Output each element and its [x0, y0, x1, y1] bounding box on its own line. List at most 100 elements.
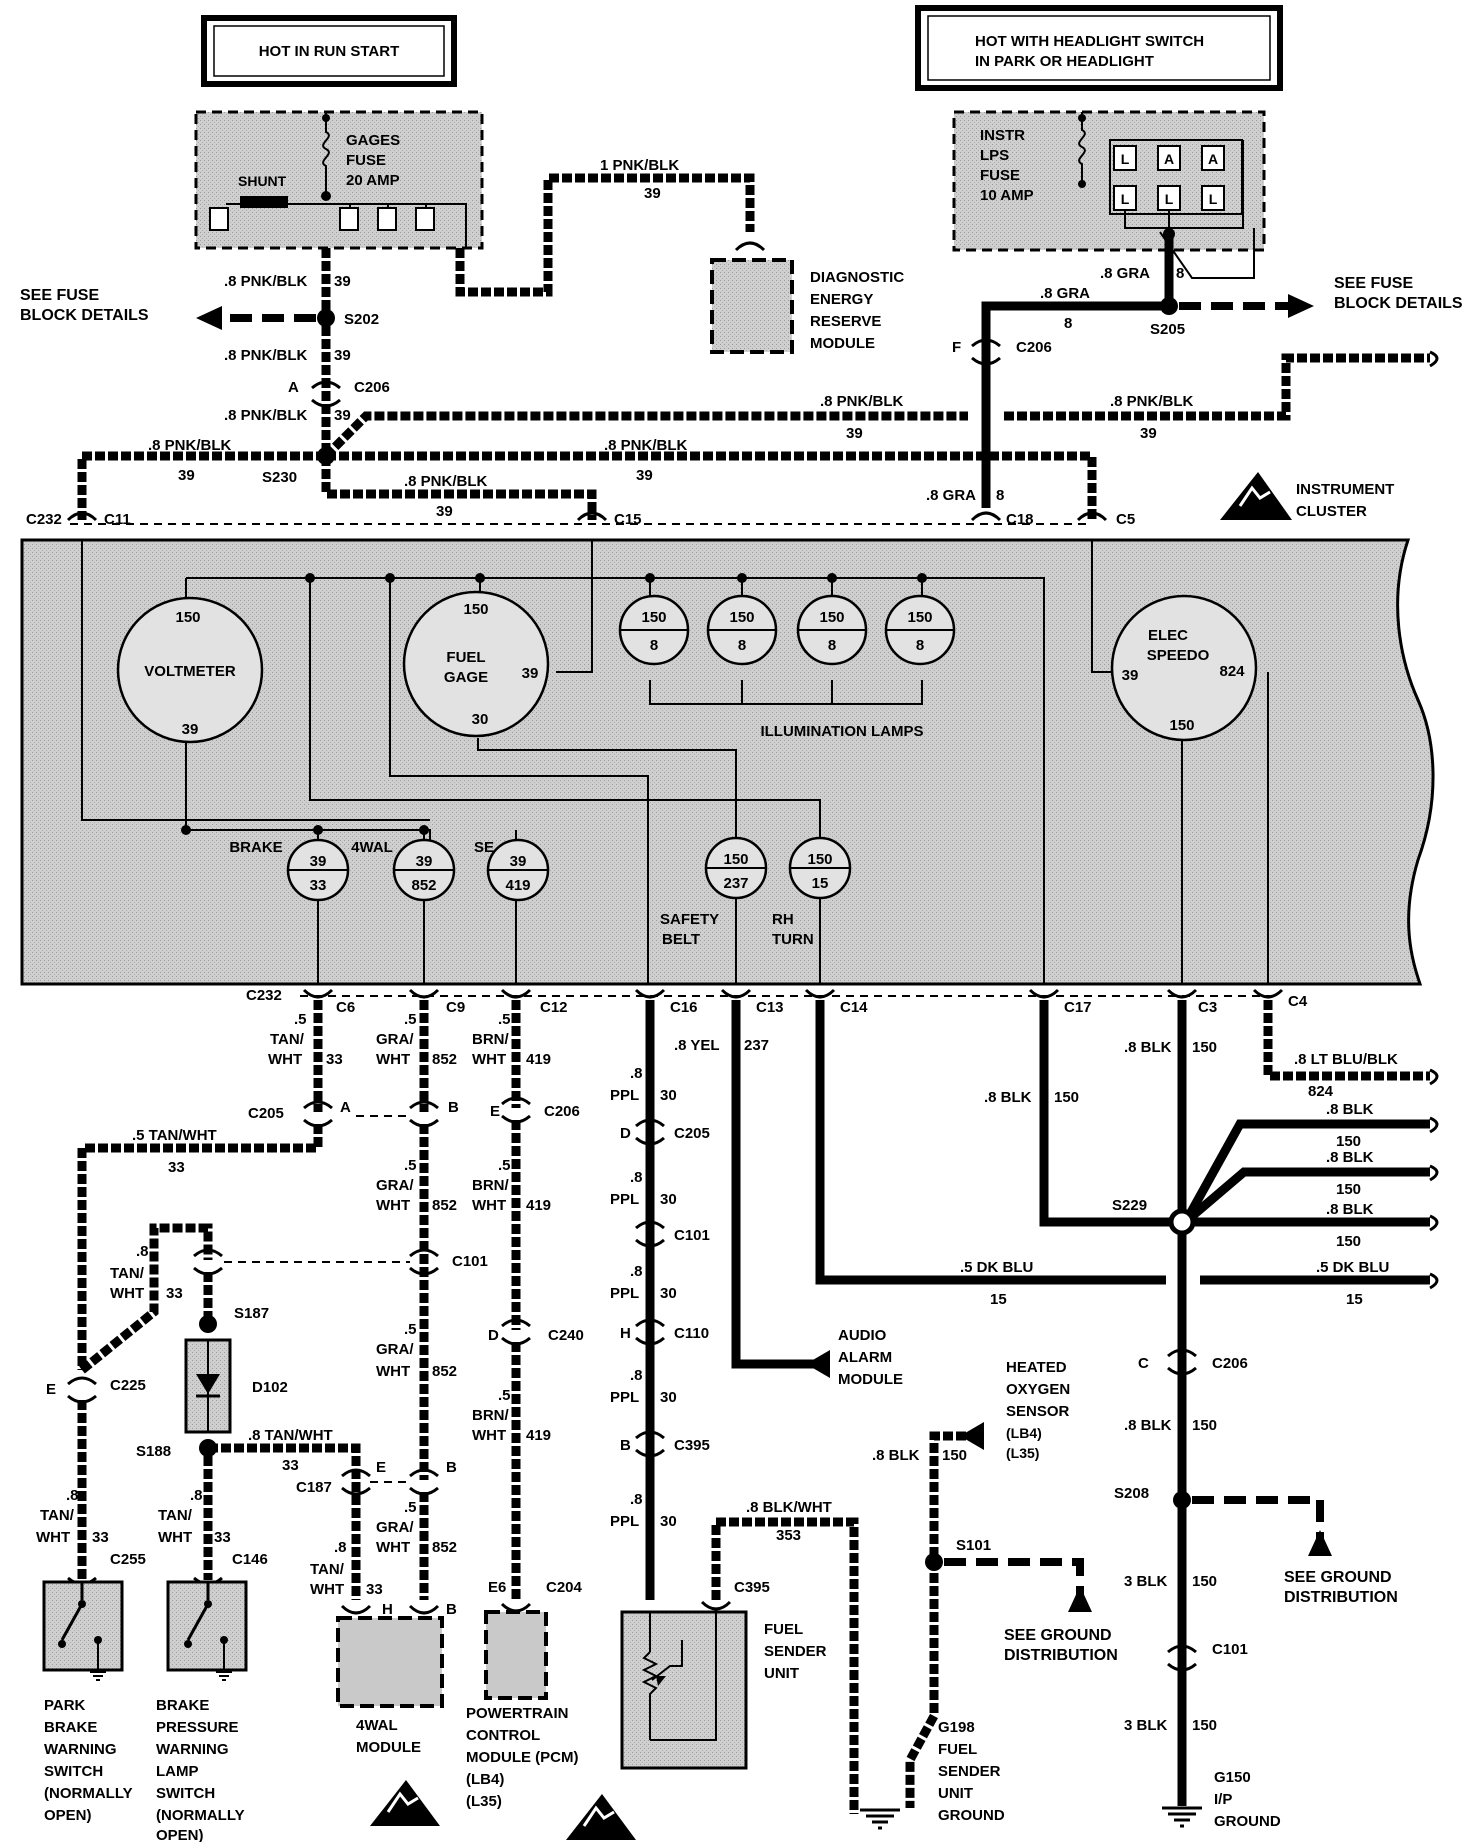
svg-text:L: L — [1121, 151, 1130, 167]
svg-text:WHT: WHT — [472, 1427, 506, 1444]
svg-text:BRN/: BRN/ — [472, 1407, 509, 1424]
svg-text:WHT: WHT — [110, 1285, 144, 1302]
svg-text:FUEL: FUEL — [446, 649, 485, 666]
svg-text:RH: RH — [772, 911, 794, 928]
svg-text:824: 824 — [1308, 1083, 1334, 1100]
svg-text:S229: S229 — [1112, 1197, 1147, 1214]
svg-text:150: 150 — [463, 601, 488, 618]
svg-text:150: 150 — [1192, 1573, 1217, 1590]
svg-text:30: 30 — [660, 1389, 677, 1406]
ground-g150-icon — [1162, 1806, 1202, 1828]
svg-text:TAN/: TAN/ — [110, 1265, 145, 1282]
svg-text:C232: C232 — [26, 511, 62, 528]
svg-text:(LB4): (LB4) — [466, 1771, 504, 1788]
svg-text:1 PNK/BLK: 1 PNK/BLK — [600, 157, 679, 174]
svg-text:ELEC: ELEC — [1148, 627, 1188, 644]
svg-text:30: 30 — [660, 1191, 677, 1208]
svg-text:150: 150 — [1336, 1233, 1361, 1250]
svg-text:C395: C395 — [734, 1579, 770, 1596]
svg-text:C206: C206 — [354, 379, 390, 396]
voltmeter-gauge: 150 VOLTMETER 39 — [116, 596, 264, 744]
svg-text:.8: .8 — [630, 1169, 643, 1186]
svg-text:8: 8 — [916, 637, 924, 654]
svg-text:150: 150 — [729, 609, 754, 626]
svg-text:39: 39 — [1140, 425, 1157, 442]
see-fuse-left-1: SEE FUSE — [20, 287, 99, 304]
svg-text:WHT: WHT — [376, 1539, 410, 1556]
svg-text:.8 TAN/WHT: .8 TAN/WHT — [248, 1427, 333, 1444]
svg-text:.8: .8 — [630, 1263, 643, 1280]
svg-text:8: 8 — [828, 637, 836, 654]
hot-headlight-label-1: HOT WITH HEADLIGHT SWITCH — [975, 33, 1204, 50]
svg-text:PPL: PPL — [610, 1389, 639, 1406]
svg-text:A: A — [1208, 151, 1218, 167]
svg-text:.5: .5 — [498, 1011, 511, 1028]
svg-text:S202: S202 — [344, 311, 379, 328]
svg-text:33: 33 — [366, 1581, 383, 1598]
svg-text:3 BLK: 3 BLK — [1124, 1573, 1168, 1590]
svg-text:.8 BLK: .8 BLK — [872, 1447, 920, 1464]
svg-text:OPEN): OPEN) — [156, 1827, 204, 1842]
svg-text:TAN/: TAN/ — [310, 1561, 345, 1578]
svg-text:S101: S101 — [956, 1537, 991, 1554]
svg-text:.8 PNK/BLK: .8 PNK/BLK — [224, 273, 308, 290]
diode-d102 — [184, 1338, 232, 1434]
svg-text:.8 BLK: .8 BLK — [1326, 1201, 1374, 1218]
instr-label: INSTR — [980, 127, 1025, 144]
svg-text:MODULE: MODULE — [838, 1371, 903, 1388]
svg-text:33: 33 — [326, 1051, 343, 1068]
svg-text:.5: .5 — [404, 1499, 417, 1516]
svg-text:.5 DK BLU: .5 DK BLU — [960, 1259, 1033, 1276]
svg-text:150: 150 — [1192, 1417, 1217, 1434]
svg-text:.5 DK BLU: .5 DK BLU — [1316, 1259, 1389, 1276]
svg-text:.8 PNK/BLK: .8 PNK/BLK — [820, 393, 904, 410]
svg-text:DISTRIBUTION: DISTRIBUTION — [1284, 1589, 1398, 1606]
see-fuse-left-2: BLOCK DETAILS — [20, 307, 149, 324]
svg-text:GRA/: GRA/ — [376, 1177, 414, 1194]
svg-text:L: L — [1209, 191, 1218, 207]
svg-text:B: B — [620, 1437, 631, 1454]
svg-text:PPL: PPL — [610, 1191, 639, 1208]
svg-text:BRN/: BRN/ — [472, 1031, 509, 1048]
pcm-module — [484, 1610, 548, 1700]
elec-speedo: ELEC SPEEDO 39 824 150 — [1110, 594, 1258, 742]
svg-text:(LB4): (LB4) — [1006, 1425, 1042, 1441]
svg-text:15: 15 — [1346, 1291, 1363, 1308]
svg-text:30: 30 — [660, 1285, 677, 1302]
svg-text:.8 PNK/BLK: .8 PNK/BLK — [1110, 393, 1194, 410]
svg-text:237: 237 — [723, 875, 748, 892]
svg-text:33: 33 — [168, 1159, 185, 1176]
fuel-gage: 150 FUEL GAGE 39 30 — [402, 590, 550, 738]
svg-text:237: 237 — [744, 1037, 769, 1054]
svg-text:.5: .5 — [294, 1011, 307, 1028]
svg-text:E: E — [46, 1381, 56, 1398]
brake-lamp: 39 33 BRAKE — [229, 838, 350, 902]
svg-text:C16: C16 — [670, 999, 698, 1016]
instr-amp-label: 10 AMP — [980, 187, 1034, 204]
svg-text:OXYGEN: OXYGEN — [1006, 1381, 1070, 1398]
svg-text:.8 YEL: .8 YEL — [674, 1037, 720, 1054]
svg-text:C146: C146 — [232, 1551, 268, 1568]
svg-text:.8 BLK: .8 BLK — [1326, 1149, 1374, 1166]
svg-text:852: 852 — [432, 1051, 457, 1068]
svg-text:C: C — [1138, 1355, 1149, 1372]
ground-g198-icon — [860, 1808, 900, 1830]
svg-text:150: 150 — [1169, 717, 1194, 734]
svg-text:.8 PNK/BLK: .8 PNK/BLK — [224, 407, 308, 424]
svg-text:CONTROL: CONTROL — [466, 1727, 540, 1744]
svg-text:15: 15 — [812, 875, 829, 892]
svg-text:150: 150 — [1336, 1181, 1361, 1198]
svg-text:.8: .8 — [334, 1539, 347, 1556]
svg-text:ILLUMINATION LAMPS: ILLUMINATION LAMPS — [760, 723, 923, 740]
svg-text:H: H — [620, 1325, 631, 1342]
svg-text:39: 39 — [310, 853, 327, 870]
svg-text:150: 150 — [1192, 1039, 1217, 1056]
svg-text:33: 33 — [166, 1285, 183, 1302]
svg-text:.8 GRA: .8 GRA — [926, 487, 976, 504]
svg-text:WHT: WHT — [472, 1197, 506, 1214]
svg-text:VOLTMETER: VOLTMETER — [144, 663, 236, 680]
se-lamp: 39 419 SE — [474, 838, 550, 902]
svg-text:TAN/: TAN/ — [158, 1507, 193, 1524]
svg-text:150: 150 — [807, 851, 832, 868]
